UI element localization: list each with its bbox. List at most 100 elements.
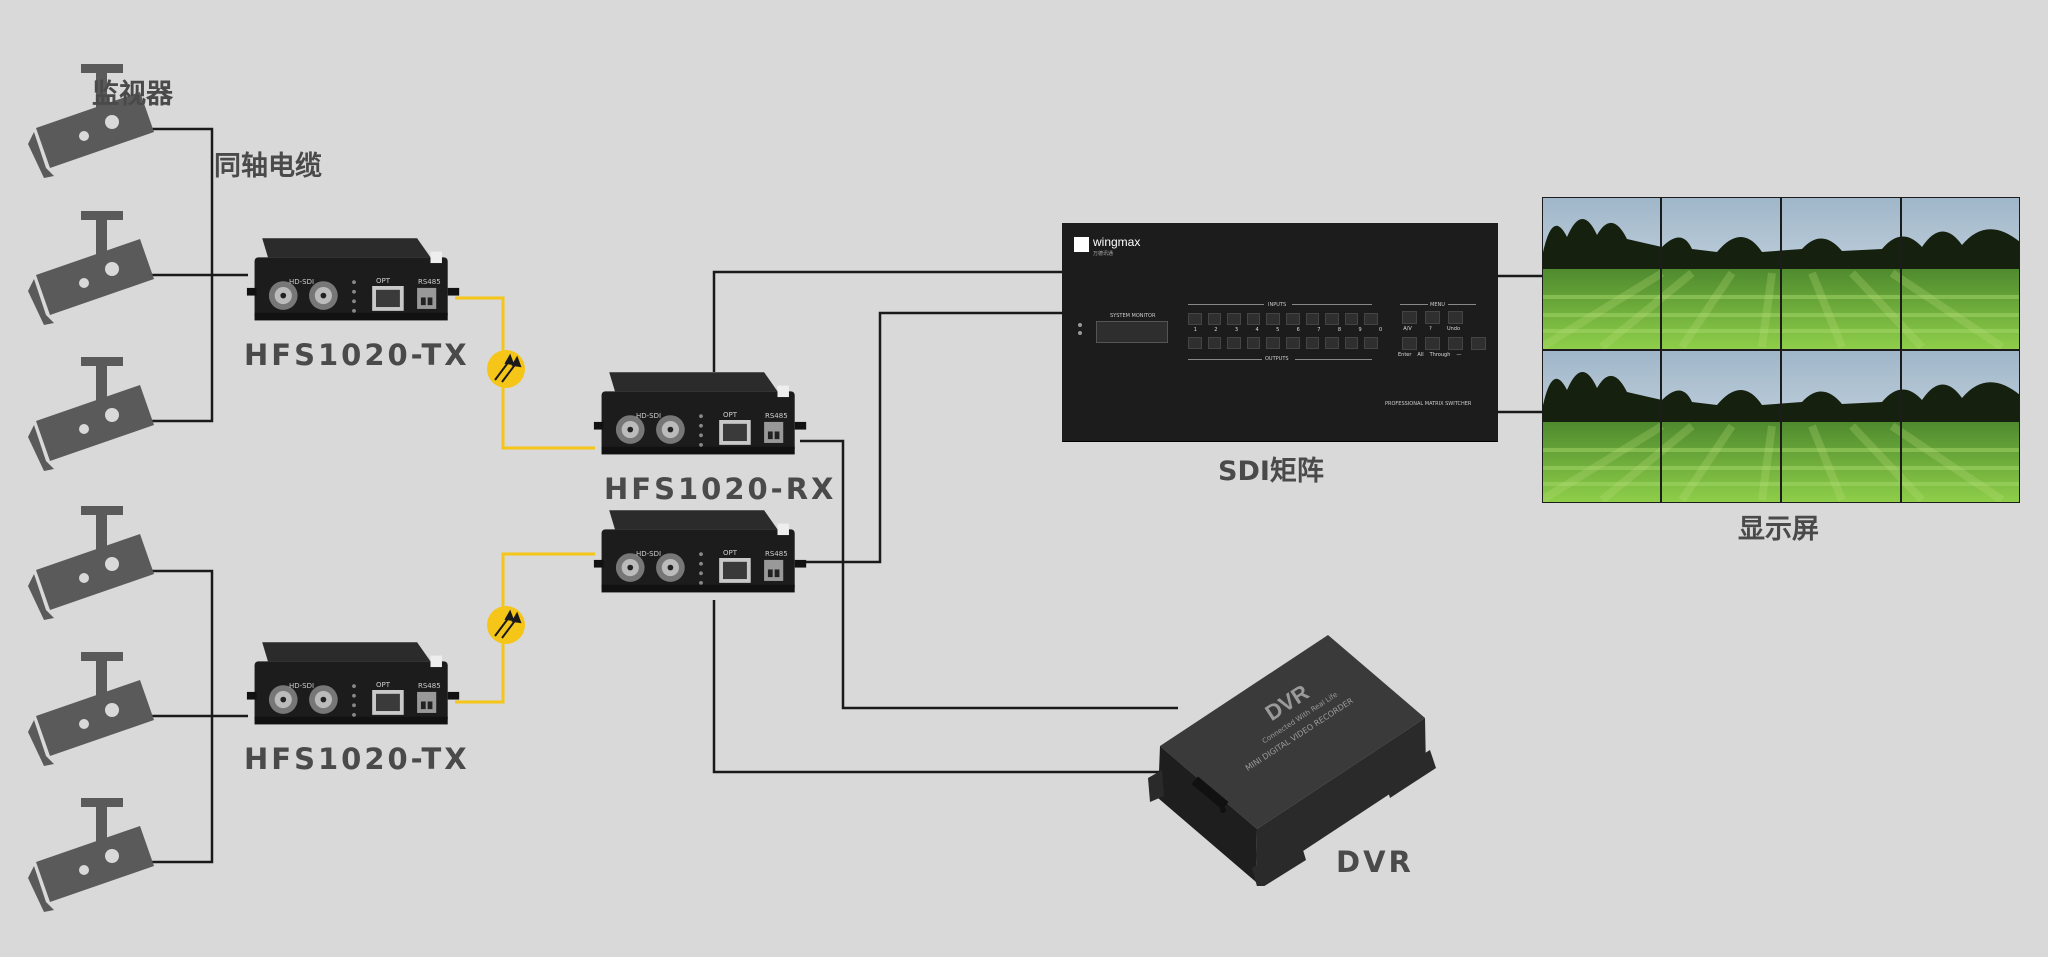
- menu-buttons-top: [1402, 311, 1463, 324]
- hfs1020-rx-device-upper: HD-SDI OPT RS485: [592, 370, 810, 470]
- display-panel-bezels: [1542, 197, 2020, 503]
- rx-to-matrix-cable-2: [800, 311, 1064, 564]
- output-button[interactable]: [1227, 337, 1241, 349]
- matrix-status-leds: [1078, 323, 1084, 337]
- camera-icon: [28, 798, 154, 912]
- rs485-port-label: RS485: [765, 412, 788, 420]
- rx-to-dvr-cable-1: [800, 439, 1178, 710]
- coax-cable-bottom-group: [145, 569, 248, 864]
- input-button[interactable]: [1364, 313, 1378, 325]
- rx-to-dvr-cable-2: [712, 600, 1170, 774]
- menu-label-enter: Enter: [1398, 352, 1412, 358]
- rx-label: HFS1020-RX: [604, 472, 837, 506]
- system-monitor-display: [1096, 321, 1168, 343]
- opt-port-label: OPT: [723, 549, 738, 557]
- camera-label: 监视器: [92, 79, 173, 110]
- input-number: 9: [1358, 327, 1362, 333]
- matrix-brand-sub: 万德讯通: [1093, 251, 1114, 257]
- matrix-label: SDI矩阵: [1218, 456, 1324, 487]
- coax-cable-label: 同轴电缆: [214, 151, 322, 182]
- input-buttons-bottom: [1188, 337, 1378, 349]
- output-button[interactable]: [1285, 337, 1300, 349]
- input-button[interactable]: [1305, 313, 1320, 325]
- matrix-brand: wingmax: [1093, 235, 1141, 249]
- input-button[interactable]: [1207, 313, 1222, 325]
- output-button[interactable]: [1325, 337, 1339, 349]
- hd-sdi-port-label: HD-SDI: [289, 278, 315, 286]
- opt-port-label: OPT: [376, 681, 391, 689]
- wingmax-logo-icon: [1074, 237, 1089, 252]
- input-number: 2: [1214, 327, 1218, 333]
- input-buttons-top: [1188, 313, 1378, 325]
- input-number: 5: [1276, 327, 1280, 333]
- input-number: 3: [1234, 327, 1239, 333]
- menu-divider: [1448, 304, 1476, 305]
- menu-button[interactable]: [1402, 311, 1417, 324]
- sdi-matrix-device: wingmax 万德讯通 SYSTEM MONITOR INPUTS 1 2 3: [1062, 223, 1498, 441]
- menu-button[interactable]: [1402, 337, 1417, 350]
- camera-icon: [28, 357, 154, 471]
- input-numbers: 1 2 3 4 5 6 7 8 9 0: [1188, 327, 1388, 335]
- input-button[interactable]: [1325, 313, 1339, 325]
- output-button[interactable]: [1344, 337, 1359, 349]
- matrix-footer-label: PROFESSIONAL MATRIX SWITCHER: [1385, 401, 1472, 407]
- tx-bottom-label: HFS1020-TX: [244, 742, 470, 776]
- menu-label: MENU: [1430, 302, 1445, 308]
- rs485-port-label: RS485: [765, 550, 788, 558]
- display-wall: [1542, 197, 2020, 503]
- menu-button[interactable]: [1448, 337, 1463, 350]
- camera-icon: [28, 211, 154, 325]
- menu-buttons-bottom: [1402, 337, 1486, 350]
- outputs-divider: [1188, 359, 1262, 360]
- menu-label-dash: —: [1456, 352, 1462, 358]
- hfs1020-tx-device-bottom: HD-SDI OPT RS485: [245, 640, 463, 740]
- output-button[interactable]: [1364, 337, 1378, 349]
- hfs1020-tx-device-top: HD-SDI OPT RS485: [245, 236, 463, 336]
- dvr-device: [1148, 635, 1436, 886]
- output-button[interactable]: [1207, 337, 1222, 349]
- menu-button[interactable]: [1448, 311, 1463, 324]
- inputs-divider: [1188, 304, 1264, 305]
- input-number: 6: [1296, 327, 1300, 333]
- camera-icon: [28, 506, 154, 620]
- camera-icon: [28, 652, 154, 766]
- output-button[interactable]: [1246, 337, 1261, 349]
- dvr-label: DVR: [1336, 845, 1414, 879]
- display-label: 显示屏: [1738, 514, 1819, 545]
- menu-button[interactable]: [1471, 337, 1486, 350]
- inputs-label: INPUTS: [1268, 302, 1287, 308]
- input-number: 0: [1379, 327, 1383, 333]
- menu-top-labels: A/V ? Undo: [1400, 326, 1461, 332]
- output-button[interactable]: [1188, 337, 1202, 349]
- tx-top-label: HFS1020-TX: [244, 338, 470, 372]
- system-monitor-label: SYSTEM MONITOR: [1110, 313, 1156, 319]
- rs485-port-label: RS485: [418, 682, 441, 690]
- menu-button[interactable]: [1425, 311, 1440, 324]
- output-button[interactable]: [1266, 337, 1280, 349]
- input-button[interactable]: [1227, 313, 1241, 325]
- menu-button[interactable]: [1425, 337, 1440, 350]
- input-button[interactable]: [1285, 313, 1300, 325]
- outputs-divider: [1295, 359, 1372, 360]
- input-number: 1: [1193, 327, 1197, 333]
- fiber-cable-bottom: [455, 552, 595, 704]
- input-button[interactable]: [1246, 313, 1261, 325]
- hd-sdi-port-label: HD-SDI: [636, 550, 662, 558]
- input-button[interactable]: [1344, 313, 1359, 325]
- menu-divider: [1400, 304, 1428, 305]
- menu-label-undo: Undo: [1446, 326, 1461, 332]
- input-button[interactable]: [1188, 313, 1202, 325]
- menu-label-question: ?: [1429, 326, 1432, 332]
- hfs1020-rx-device-lower: HD-SDI OPT RS485: [592, 508, 810, 608]
- camera-group: [28, 64, 154, 912]
- rs485-port-label: RS485: [418, 278, 441, 286]
- inputs-divider: [1292, 304, 1372, 305]
- input-button[interactable]: [1266, 313, 1280, 325]
- menu-label-av: A/V: [1403, 326, 1412, 332]
- coax-cable-top-group: [145, 127, 248, 423]
- output-button[interactable]: [1305, 337, 1320, 349]
- fiber-marker-icon: [487, 350, 525, 388]
- menu-label-through: Through: [1429, 352, 1451, 358]
